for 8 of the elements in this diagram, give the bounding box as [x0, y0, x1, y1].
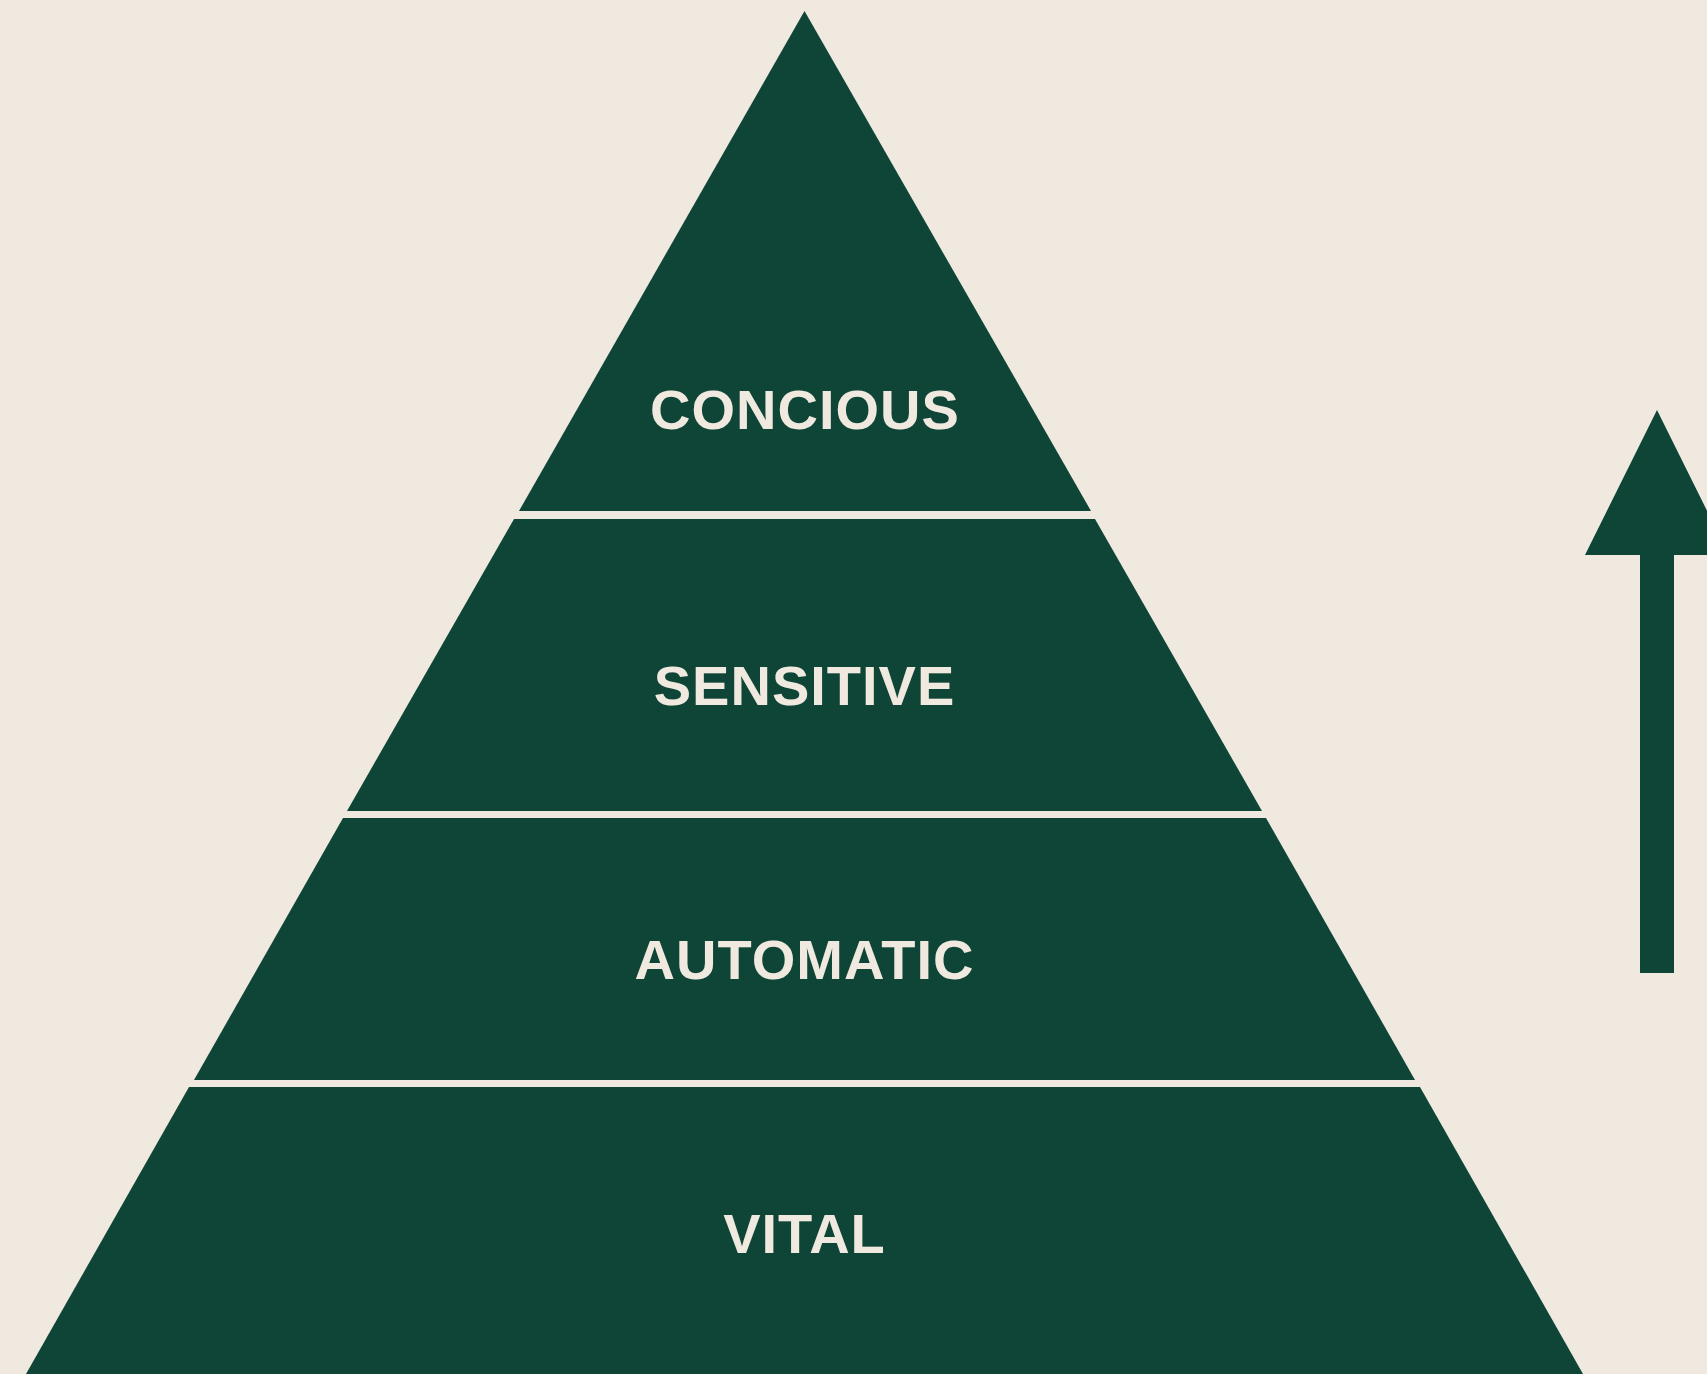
- pyramid-tier: [26, 1087, 1583, 1374]
- tier-label: SENSITIVE: [652, 652, 957, 718]
- tier-label: VITAL: [722, 1200, 887, 1266]
- tier-label: AUTOMATIC: [633, 926, 976, 992]
- pyramid-tier: [194, 818, 1415, 1080]
- pyramid-tier: [519, 11, 1091, 511]
- pyramid-tier: [347, 519, 1262, 811]
- tier-label: CONCIOUS: [649, 376, 961, 442]
